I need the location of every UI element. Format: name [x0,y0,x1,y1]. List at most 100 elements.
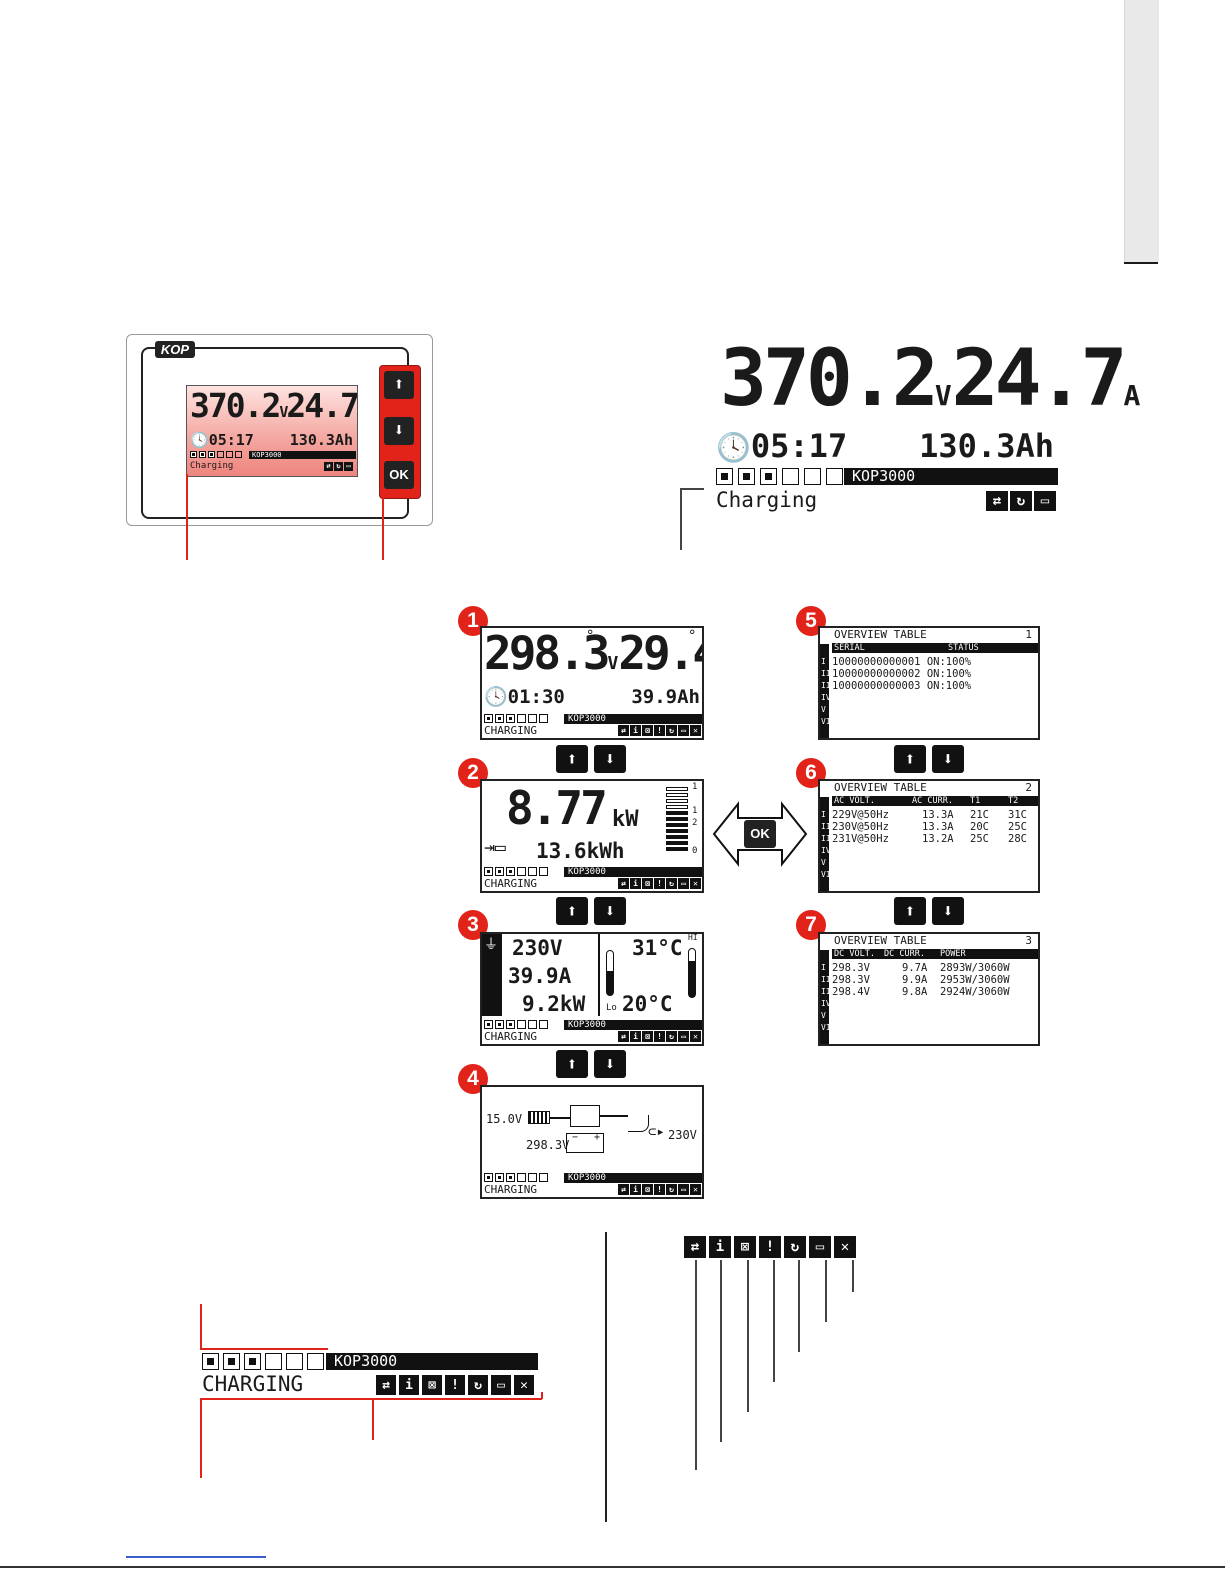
s1-up-arrow[interactable]: ⬆ [556,745,588,773]
s2-bar-graph [666,787,688,855]
chapter-tab-underline [1124,262,1158,264]
s2-status: CHARGING [484,877,537,890]
device-lcd-clock-icon: 🕓 [190,431,209,449]
legend-charger-icon: ⇄ [684,1236,706,1258]
legend-error-icon: ✕ [834,1236,856,1258]
large-lcd-voltage-unit: V [934,379,952,412]
s1-down-arrow[interactable]: ⬇ [594,745,626,773]
device-lcd-model: KOP3000 [249,451,356,459]
s7-sidebar [820,950,829,1044]
s1-clock-icon: 🕓 [484,686,508,708]
s3-status: CHARGING [484,1030,537,1043]
s1-degree-mark-2: ° [688,628,697,644]
s2-scale-mid2: 2 [692,818,698,828]
screen-1: 298.3V29.4A ° ° 🕓01:30 39.9Ah KOP3000 CH… [480,626,704,740]
s4-module-boxes [484,1173,548,1182]
large-lcd-model: KOP3000 [844,468,1058,485]
table-row: 10000000000001 ON:100% [832,656,972,668]
s2-scale-top: 1 [692,782,698,792]
s1-voltage: 298.3 [484,626,610,680]
s2-scale-mid1: 1 [692,806,698,816]
s3-current: 39.9A [508,964,572,988]
device-lcd-time: 05:17 [208,431,254,449]
screen-2: 8.77 kW ⇥▭ 13.6kWh 1 1 2 0 KOP3000 CHARG… [480,779,704,893]
s5-down-arrow[interactable]: ⬇ [932,745,964,773]
s6-page: 2 [1025,781,1032,794]
s2-down-arrow[interactable]: ⬇ [594,897,626,925]
ok-toggle-button[interactable]: OK [744,820,776,848]
s2-power-unit: kW [612,807,639,832]
large-lcd-charger-icon: ⇄ [986,491,1008,511]
module-callout-horizontal [200,1348,328,1350]
s1-status: CHARGING [484,724,537,737]
status-bar-status: CHARGING [202,1372,304,1396]
status-bar-warning-icon: ! [445,1375,465,1395]
module-callout-vertical [200,1304,202,1348]
s4-icons: ⇄i⊠!↻▭✕ [618,1184,701,1195]
s2-scale-bottom: 0 [692,846,698,856]
s4-battery-voltage: 298.3V [526,1138,570,1152]
device-down-button[interactable]: ⬇ [384,417,414,445]
large-lcd-bracket-horizontal [680,488,704,490]
device-ok-button[interactable]: OK [384,461,414,489]
section-divider [605,1232,607,1522]
legend-line-battery [825,1260,827,1322]
s3-lo-label: Lo [606,1003,617,1013]
status-bar-refresh-icon: ↻ [468,1375,488,1395]
s4-battery-icon [566,1133,604,1153]
s3-power: 9.2kW [522,992,586,1016]
s4-battery-plus: + [594,1132,601,1143]
s4-charger-box-icon [570,1105,600,1127]
large-lcd-voltage: 370.2 [720,334,939,424]
s6-sidebar [820,797,829,891]
table-row: 10000000000002 ON:100% [832,668,972,680]
footer-rule [0,1566,1225,1568]
s2-battery-icon: ⇥▭ [484,837,506,858]
s1-model: KOP3000 [564,714,702,724]
large-lcd-charge: 130.3Ah [919,427,1054,465]
device-lcd-voltage-unit: V [279,403,288,421]
status-bar-detail: KOP3000 CHARGING ⇄i⊠!↻▭✕ [200,1350,545,1400]
s5-up-arrow[interactable]: ⬆ [894,745,926,773]
footer-link-underline [126,1556,266,1558]
s2-up-arrow[interactable]: ⬆ [556,897,588,925]
s3-model: KOP3000 [564,1020,702,1030]
device-lcd-status: Charging [190,461,234,471]
lcd-callout-line [186,474,188,560]
s6-title: OVERVIEW TABLE [834,781,927,794]
status-bar-icons: ⇄i⊠!↻▭✕ [376,1375,534,1395]
s1-current: 29.4 [618,626,702,680]
table-row: 10000000000003 ON:100% [832,680,972,692]
s1-charge: 39.9Ah [631,686,700,708]
screen-7: OVERVIEW TABLE 3 DC VOLT.DC CURR.POWER 2… [818,932,1040,1046]
large-lcd-current-unit: A [1123,379,1141,412]
icon-legend: ⇄ i ⊠ ! ↻ ▭ ✕ [684,1236,856,1258]
s6-down-arrow[interactable]: ⬇ [932,897,964,925]
s2-model: KOP3000 [564,867,702,877]
screen-4: 15.0V − + 298.3V ⊂▸ 230V KOP3000 CHARGIN… [480,1085,704,1199]
legend-grid-icon: ⊠ [734,1236,756,1258]
legend-line-charger [695,1260,697,1470]
s3-up-arrow[interactable]: ⬆ [556,1050,588,1078]
s1-time: 01:30 [507,686,565,708]
s7-title: OVERVIEW TABLE [834,934,927,947]
legend-battery-icon: ▭ [809,1236,831,1258]
s3-voltage: 230V [512,936,563,960]
s3-down-arrow[interactable]: ⬇ [594,1050,626,1078]
legend-line-warning [773,1260,775,1382]
device-up-button[interactable]: ⬆ [384,371,414,399]
device-lcd: 370.2V24.7A 🕓05:17 130.3Ah KOP3000 Charg… [186,385,358,477]
legend-refresh-icon: ↻ [784,1236,806,1258]
chapter-tab [1124,0,1159,262]
status-bar-grid-icon: ⊠ [422,1375,442,1395]
s5-title: OVERVIEW TABLE [834,628,927,641]
icons-callout-vertical [372,1398,374,1440]
s1-icons: ⇄i⊠!↻▭✕ [618,725,701,736]
s6-up-arrow[interactable]: ⬆ [894,897,926,925]
s3-module-boxes [484,1020,548,1029]
s3-temp-lo: 20°C [622,992,673,1016]
s2-icons: ⇄i⊠!↻▭✕ [618,878,701,889]
s5-col-status: STATUS [948,643,979,653]
